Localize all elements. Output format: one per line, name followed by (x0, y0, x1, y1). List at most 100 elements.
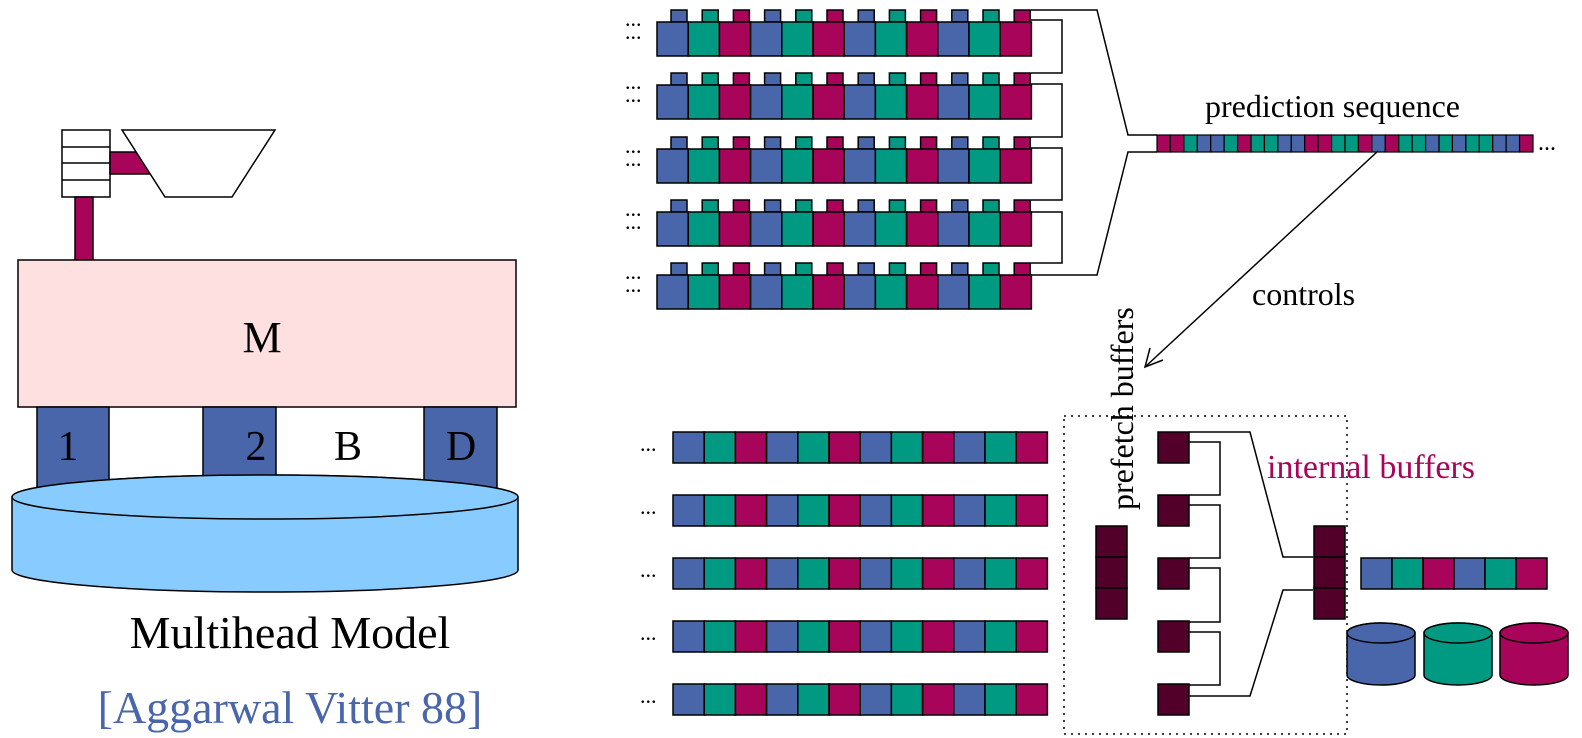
block (812, 84, 845, 120)
prediction-block (1424, 134, 1440, 153)
stream-row: ...... (625, 69, 1033, 120)
block (749, 274, 783, 310)
block (718, 148, 752, 184)
block-tab (982, 136, 1000, 150)
block (999, 148, 1033, 184)
block (890, 557, 924, 590)
prediction-sequence-label: prediction sequence (1205, 88, 1460, 124)
block (718, 211, 752, 247)
ellipsis: ... (625, 209, 642, 234)
block-tab (857, 199, 875, 213)
prediction-block (1478, 134, 1494, 153)
prediction-block (1451, 134, 1467, 153)
block-tab (732, 72, 751, 86)
block (859, 683, 893, 716)
block (968, 84, 1001, 120)
prefetch-buffer (1157, 557, 1190, 590)
block-tab (670, 9, 688, 23)
block (812, 211, 845, 247)
output-sequence (1360, 557, 1548, 590)
block-tab (982, 262, 1000, 276)
block (905, 84, 939, 120)
block-tab (982, 199, 1000, 213)
block (718, 274, 752, 310)
prediction-connectors (1031, 9, 1157, 276)
prefetch-buffers-label: prefetch buffers (1104, 307, 1140, 510)
block-tab (1013, 199, 1031, 213)
block-tab (951, 9, 969, 23)
block (874, 148, 908, 184)
multihead-model: M 1 2 B D Multihead Model [Aggarwal Vitt… (11, 129, 519, 733)
prefetch-buffer (1157, 494, 1190, 527)
block (953, 557, 986, 590)
prediction-block (1465, 134, 1480, 153)
block (687, 211, 721, 247)
block (734, 683, 768, 716)
stream-row: ...... (625, 196, 1033, 247)
block (874, 274, 908, 310)
block (656, 148, 689, 184)
memory-label: M (242, 313, 281, 362)
block-tab (826, 136, 844, 150)
prefetch-buffer (1157, 683, 1190, 716)
block-tab (1013, 262, 1031, 276)
block (984, 557, 1017, 590)
output-block (1422, 557, 1455, 590)
block (953, 683, 986, 716)
prediction-block (1263, 134, 1279, 153)
bus-connector (74, 196, 94, 261)
head-label-1: 1 (58, 424, 79, 470)
block (765, 494, 799, 527)
block-tab (982, 72, 1000, 86)
block (937, 148, 970, 184)
block (797, 620, 830, 653)
ellipsis: ... (625, 259, 642, 284)
prediction-sequence (1156, 134, 1534, 153)
block-tab (982, 9, 1000, 23)
prediction-block (1183, 134, 1198, 153)
block (687, 21, 721, 57)
block (765, 620, 799, 653)
block (984, 431, 1017, 464)
block (999, 274, 1033, 310)
block-tab (763, 199, 782, 213)
block (734, 557, 768, 590)
block-tab (763, 262, 782, 276)
block (656, 211, 689, 247)
block (797, 683, 830, 716)
ellipsis: ... (640, 494, 657, 519)
block (797, 431, 830, 464)
block-tab (888, 72, 907, 86)
block (828, 431, 861, 464)
block (953, 494, 986, 527)
block (905, 211, 939, 247)
block (984, 494, 1017, 527)
block-tab (888, 262, 907, 276)
block (656, 84, 689, 120)
prediction-block (1290, 134, 1306, 153)
block-tab (795, 199, 813, 213)
prediction-block (1411, 134, 1427, 153)
prediction-block (1438, 134, 1454, 153)
block (937, 84, 970, 120)
block (953, 431, 986, 464)
block (859, 557, 893, 590)
prediction-block (1304, 134, 1319, 153)
prefetch-region (1063, 415, 1348, 735)
block (797, 557, 830, 590)
block (999, 84, 1033, 120)
block (890, 494, 924, 527)
block (734, 620, 768, 653)
prediction-block (1236, 134, 1252, 153)
prediction-block (1398, 134, 1413, 153)
prefetch-stack (1095, 525, 1128, 620)
block (921, 620, 955, 653)
block (781, 274, 814, 310)
block (703, 683, 737, 716)
block (828, 494, 861, 527)
internal-stack (1313, 525, 1346, 620)
block (687, 148, 721, 184)
block (843, 21, 877, 57)
block (874, 21, 908, 57)
